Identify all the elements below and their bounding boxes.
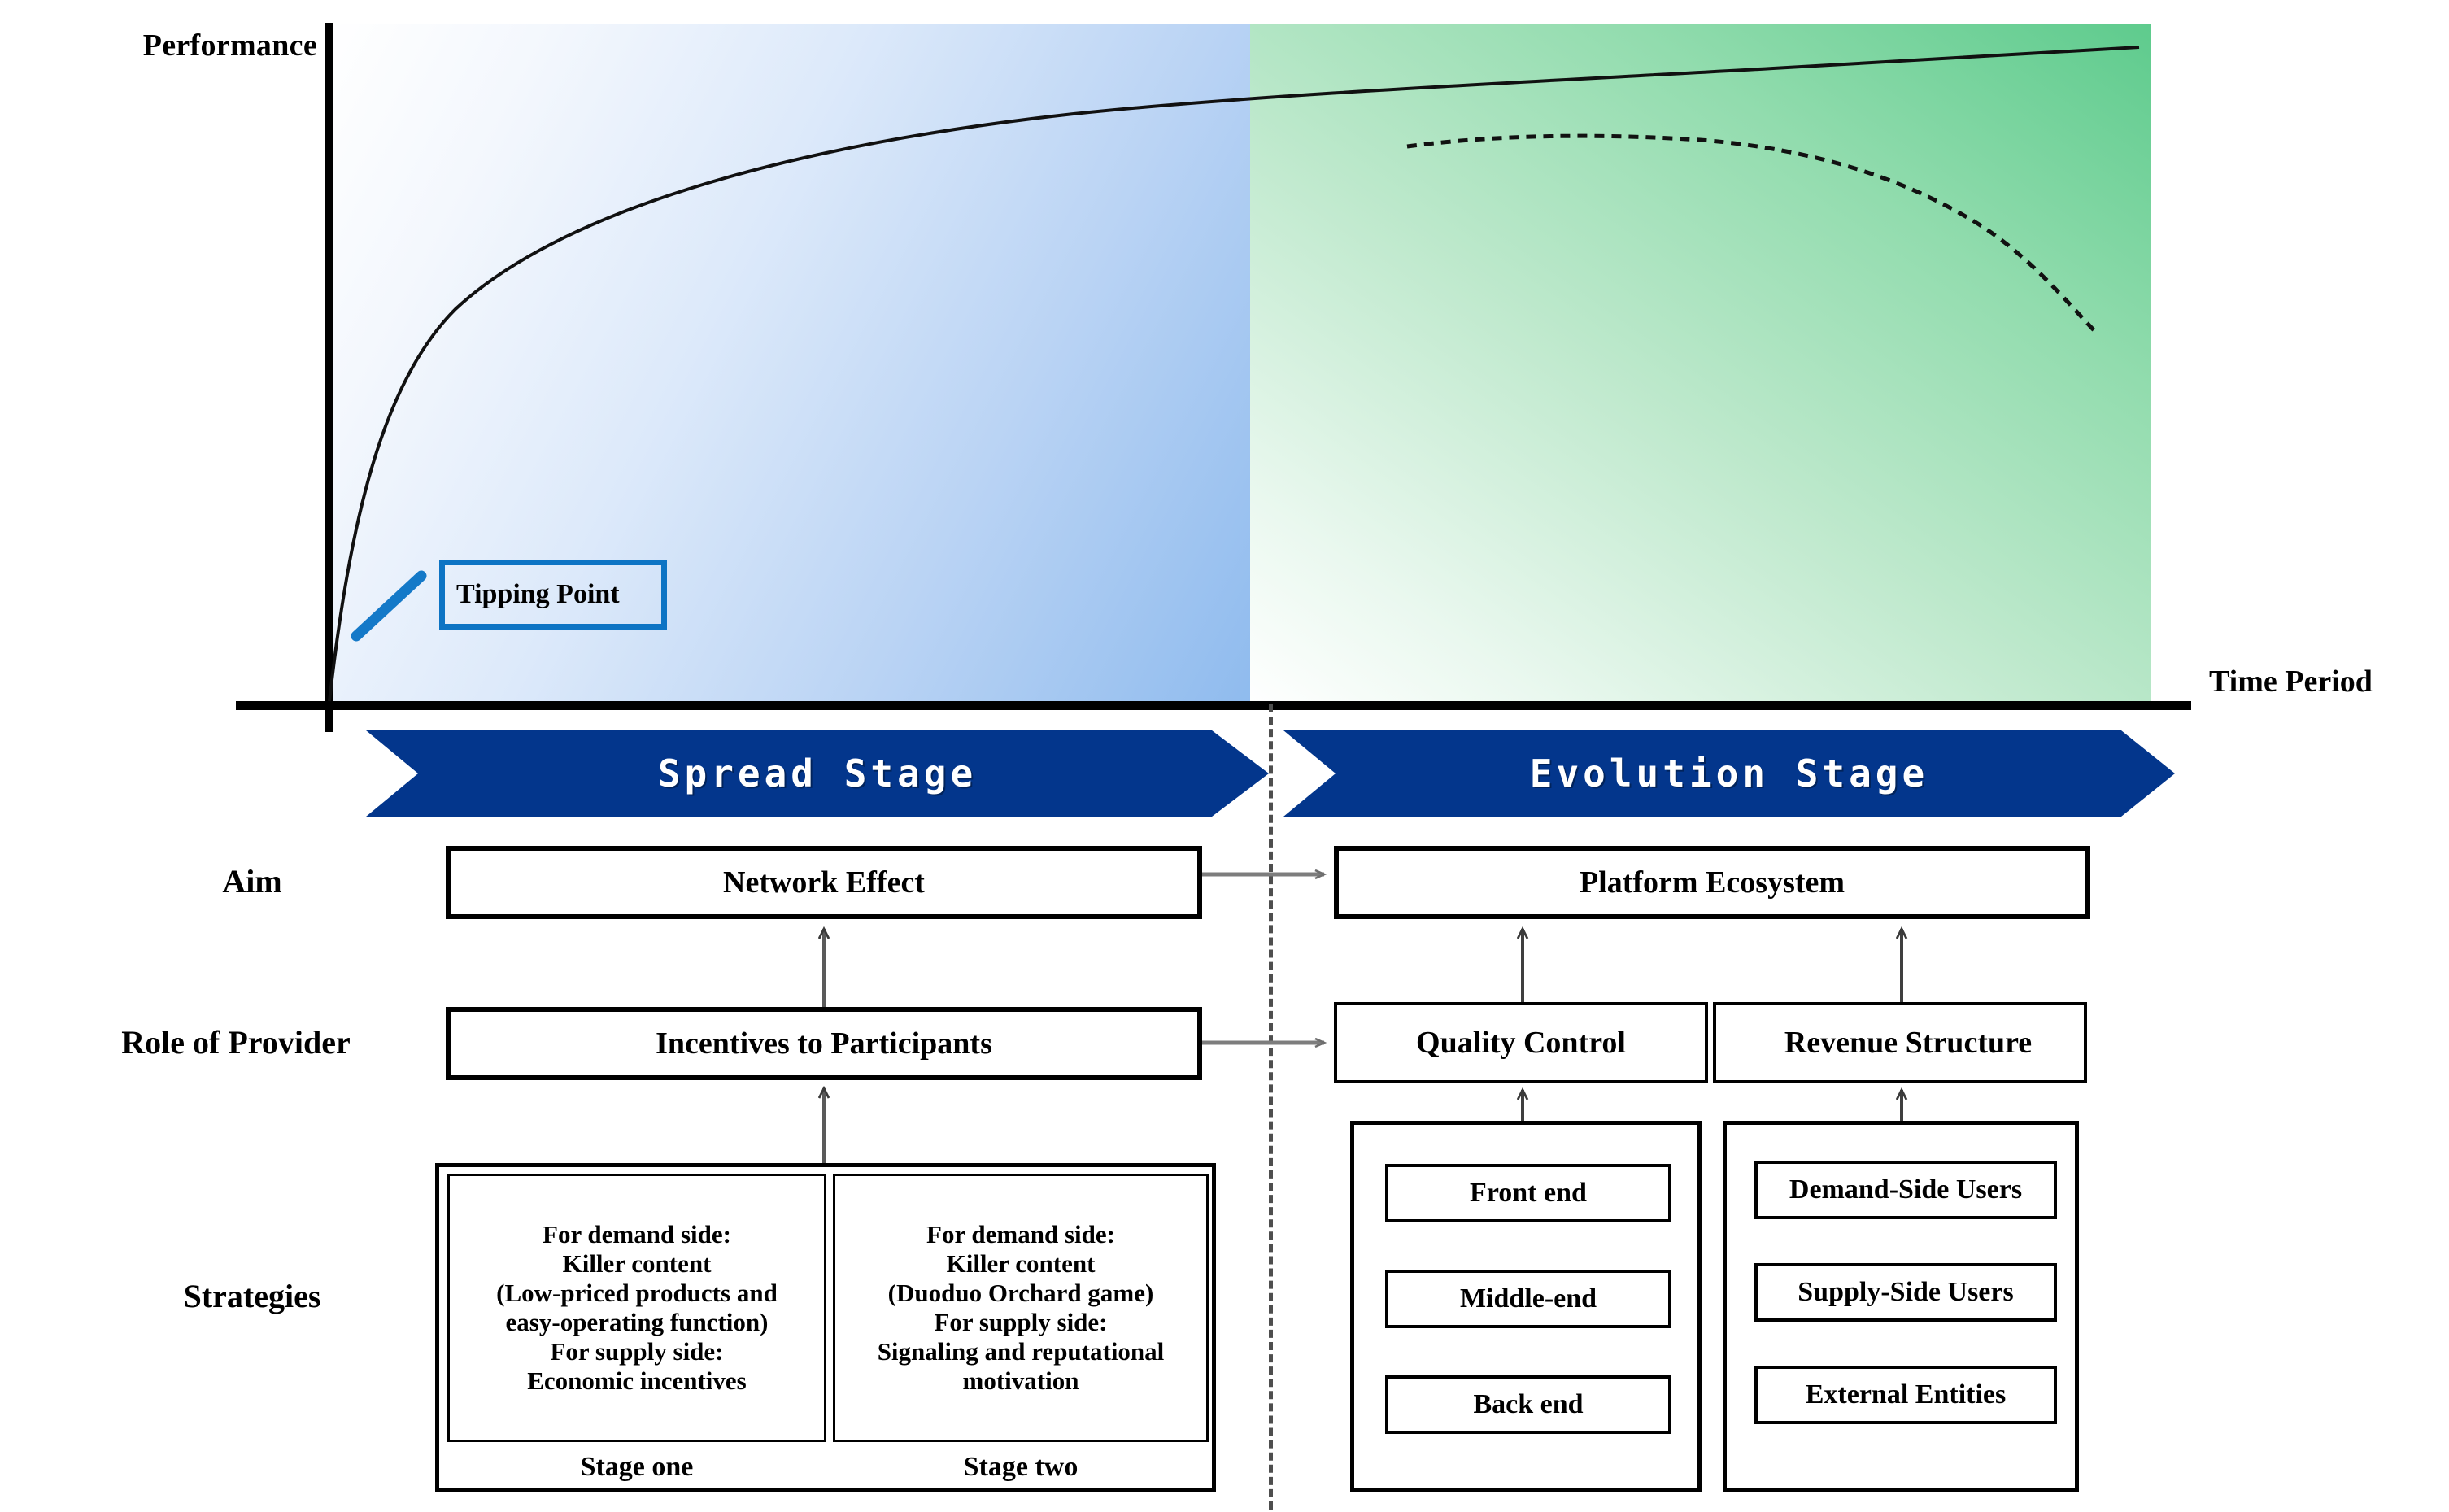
y-axis <box>325 23 333 732</box>
sub-box-middle-end-label: Middle-end <box>1459 1283 1597 1314</box>
box-network-effect-label: Network Effect <box>723 865 925 900</box>
strategy-box-stage-two[interactable]: For demand side: Killer content (Duoduo … <box>833 1174 1209 1442</box>
row-label-aim: Aim <box>222 863 282 900</box>
stage-two-line: For demand side: <box>926 1220 1115 1249</box>
box-network-effect[interactable]: Network Effect <box>446 846 1202 919</box>
sub-box-middle-end[interactable]: Middle-end <box>1385 1270 1671 1328</box>
stage-two-line: Signaling and reputational <box>877 1336 1165 1366</box>
stage-banner-spread-label: Spread Stage <box>657 752 978 795</box>
stage-banner-evolution-label: Evolution Stage <box>1529 752 1929 795</box>
stage-banner-evolution[interactable]: Evolution Stage <box>1283 730 2175 817</box>
stage-one-line: For supply side: <box>550 1336 724 1366</box>
stage-one-caption: Stage one <box>580 1452 694 1482</box>
stage-one-line: (Low-priced products and <box>496 1279 778 1308</box>
box-platform-ecosystem[interactable]: Platform Ecosystem <box>1334 846 2090 919</box>
box-quality-control[interactable]: Quality Control <box>1334 1002 1708 1083</box>
sub-box-demand-side-users[interactable]: Demand-Side Users <box>1754 1161 2057 1219</box>
quality-control-container: Front end Middle-end Back end <box>1350 1121 1702 1492</box>
stage-divider-dashed-line <box>1269 704 1273 1510</box>
stage-two-line: (Duoduo Orchard game) <box>887 1279 1154 1308</box>
stage-two-line: For supply side: <box>934 1308 1108 1336</box>
row-label-strategies: Strategies <box>183 1278 321 1314</box>
strategies-container-spread: For demand side: Killer content (Low-pri… <box>435 1163 1216 1492</box>
sub-box-external-entities[interactable]: External Entities <box>1754 1366 2057 1424</box>
performance-chart: Performance Time Period Tipping Point <box>0 0 2449 732</box>
tipping-point-label: Tipping Point <box>456 579 620 609</box>
chart-curves <box>328 46 2140 702</box>
box-revenue-structure-label: Revenue Structure <box>1784 1026 2033 1060</box>
sub-box-front-end-label: Front end <box>1470 1178 1587 1208</box>
stage-one-line: Economic incentives <box>527 1366 747 1395</box>
box-incentives-label: Incentives to Participants <box>656 1026 992 1061</box>
stage-two-caption: Stage two <box>963 1452 1079 1482</box>
sub-box-back-end-label: Back end <box>1473 1389 1584 1419</box>
stage-two-line: motivation <box>962 1366 1079 1395</box>
sub-box-demand-side-users-label: Demand-Side Users <box>1789 1174 2023 1205</box>
strategy-box-stage-one[interactable]: For demand side: Killer content (Low-pri… <box>447 1174 826 1442</box>
revenue-structure-container: Demand-Side Users Supply-Side Users Exte… <box>1723 1121 2079 1492</box>
box-quality-control-label: Quality Control <box>1416 1026 1626 1060</box>
box-platform-ecosystem-label: Platform Ecosystem <box>1579 865 1845 900</box>
x-axis <box>236 701 2191 710</box>
stage-one-line: easy-operating function) <box>505 1308 769 1336</box>
y-axis-label: Performance <box>142 28 317 63</box>
sub-box-front-end[interactable]: Front end <box>1385 1164 1671 1222</box>
stage-one-line: Killer content <box>562 1249 712 1279</box>
tipping-point-pointer-icon <box>351 570 427 642</box>
sub-box-supply-side-users[interactable]: Supply-Side Users <box>1754 1263 2057 1322</box>
tipping-point-callout: Tipping Point <box>439 560 667 630</box>
row-label-role: Role of Provider <box>121 1024 351 1061</box>
box-incentives-to-participants[interactable]: Incentives to Participants <box>446 1007 1202 1080</box>
stage-banner-spread[interactable]: Spread Stage <box>366 730 1269 817</box>
spread-stage-background <box>329 24 1250 706</box>
sub-box-back-end[interactable]: Back end <box>1385 1375 1671 1434</box>
sub-box-external-entities-label: External Entities <box>1805 1379 2007 1410</box>
x-axis-label: Time Period <box>2209 664 2373 699</box>
stage-one-line: For demand side: <box>543 1220 731 1249</box>
sub-box-supply-side-users-label: Supply-Side Users <box>1798 1277 2014 1307</box>
box-revenue-structure[interactable]: Revenue Structure <box>1713 1002 2087 1083</box>
stage-two-line: Killer content <box>946 1249 1096 1279</box>
